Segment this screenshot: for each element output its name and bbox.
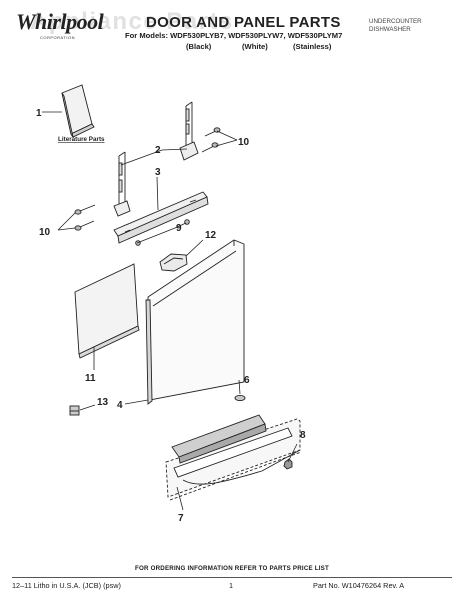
hinge-right (179, 101, 199, 161)
hinge-left (113, 151, 131, 217)
callout-9: 9 (176, 223, 182, 234)
product-type-line1: UNDERCOUNTER (369, 18, 422, 25)
brand-logo: Whirlpool CORPORATION (10, 8, 110, 48)
watermark-text: Appliance Parts (30, 8, 234, 35)
leader-lines (42, 111, 298, 511)
door-top-rail (113, 191, 209, 244)
footer-page-number: 1 (229, 581, 234, 590)
callout-numbers: 1 2 3 4 6 7 8 9 10 10 11 12 13 (36, 108, 306, 524)
variant-white: (White) (242, 42, 268, 51)
footer-rule (12, 577, 452, 578)
pad (69, 405, 80, 416)
callout-13: 13 (97, 397, 109, 408)
ordering-note: FOR ORDERING INFORMATION REFER TO PARTS … (135, 565, 329, 572)
models-line: For Models: WDF530PLYB7, WDF530PLYW7, WD… (125, 31, 343, 40)
callout-10-right: 10 (238, 137, 250, 148)
brand-subtitle: CORPORATION (40, 35, 75, 40)
control-panel-frame (165, 418, 302, 501)
insulation-panel (74, 263, 140, 359)
brand-name: Whirlpool (16, 9, 104, 34)
callout-10-left: 10 (39, 227, 51, 238)
product-type: UNDERCOUNTER DISHWASHER (369, 18, 422, 34)
door-panel (145, 239, 245, 405)
callout-4: 4 (117, 400, 123, 411)
literature-parts: Literature Parts (58, 84, 105, 143)
bumper (234, 394, 246, 402)
console (171, 414, 267, 464)
variant-black: (Black) (186, 42, 212, 51)
product-type-line2: DISHWASHER (369, 26, 411, 33)
callout-7: 7 (178, 513, 184, 524)
footer-litho: 12–11 Litho in U.S.A. (JCB) (psw) (12, 581, 121, 590)
callout-12: 12 (205, 230, 217, 241)
footer-part-number: Part No. W10476264 Rev. A (313, 581, 405, 590)
screws-left (74, 204, 96, 231)
variant-stainless: (Stainless) (293, 42, 332, 51)
callout-8: 8 (300, 430, 306, 441)
callout-1: 1 (36, 108, 42, 119)
callout-2: 2 (155, 145, 161, 156)
callout-11: 11 (85, 373, 96, 384)
callout-6: 6 (244, 375, 250, 386)
knob (283, 458, 293, 470)
callout-3: 3 (155, 167, 161, 178)
literature-label: Literature Parts (58, 136, 105, 143)
vent (159, 253, 188, 272)
page-title: DOOR AND PANEL PARTS (146, 14, 341, 31)
